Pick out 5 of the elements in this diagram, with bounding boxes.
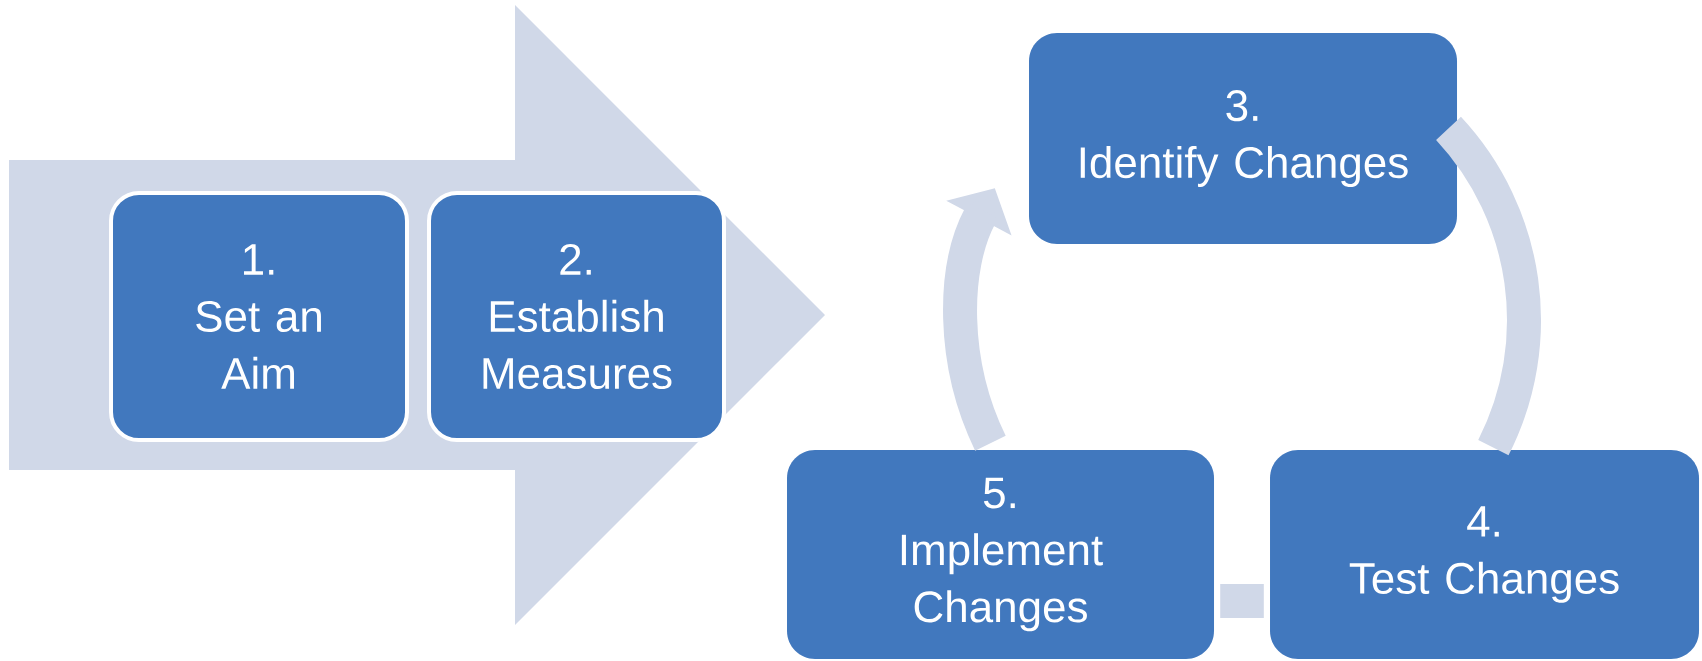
step-box: 2. Establish Measures xyxy=(427,191,726,442)
step-box: 5. Implement Changes xyxy=(787,450,1214,659)
step-box: 4. Test Changes xyxy=(1270,450,1699,659)
step-box: 1. Set an Aim xyxy=(109,191,409,442)
step-box: 3. Identify Changes xyxy=(1029,33,1457,244)
